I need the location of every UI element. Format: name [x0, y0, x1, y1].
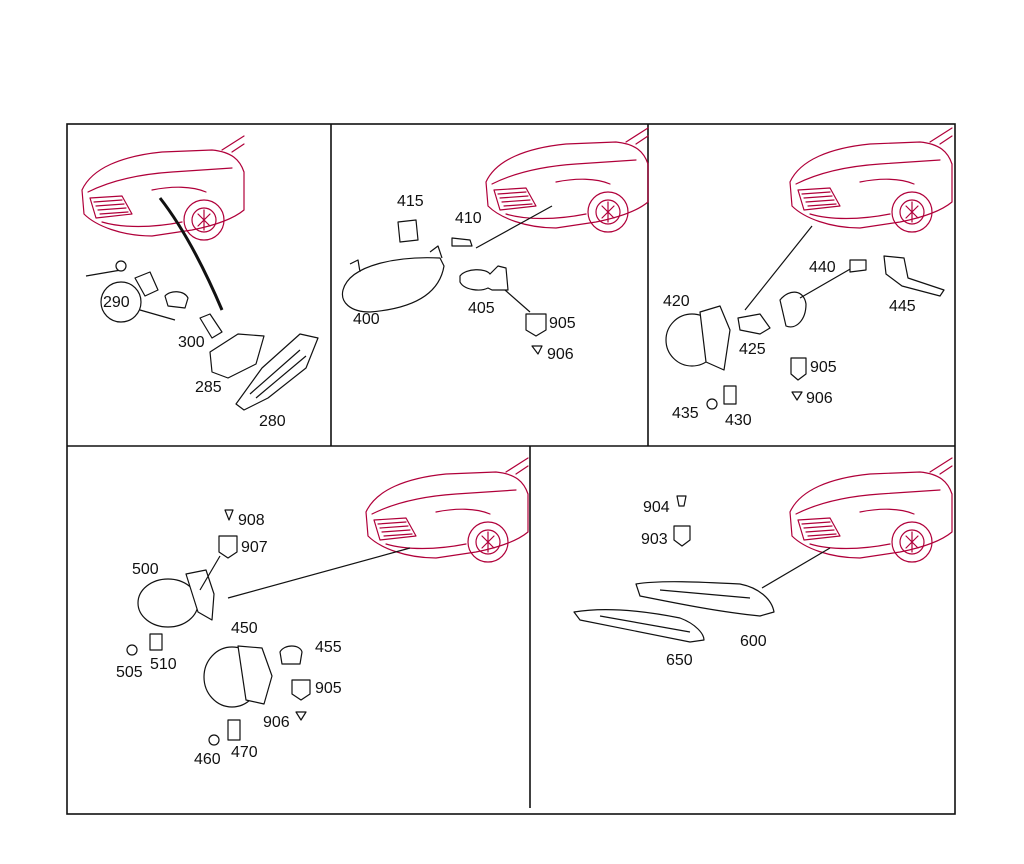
side-marker-lens-icon	[573, 608, 705, 643]
panel-fog-lamp-lower: 908 907 500 505 510 450 455 905 906 460 …	[116, 457, 529, 768]
bulb-icon	[199, 313, 223, 339]
car-front-sketch-icon	[365, 457, 529, 563]
bulb-icon	[459, 265, 509, 291]
callout-circle	[100, 281, 142, 323]
part-label: 445	[889, 298, 916, 315]
part-label: 906	[547, 346, 574, 363]
part-label: 415	[397, 193, 424, 210]
seal-icon	[218, 535, 238, 559]
part-label: 430	[725, 412, 752, 429]
part-label: 905	[315, 680, 342, 697]
part-label: 505	[116, 664, 143, 681]
turn-signal-lens-icon	[235, 333, 319, 411]
part-label: 280	[259, 413, 286, 430]
clip-icon	[723, 385, 737, 405]
panel-side-marker: 904 903 600 650	[573, 457, 953, 669]
panel-headlamp: 415 410 400 405 905 906	[341, 127, 649, 363]
connector-icon	[883, 255, 945, 297]
part-label: 455	[315, 639, 342, 656]
part-label: 440	[809, 259, 836, 276]
part-label: 907	[241, 539, 268, 556]
part-label: 400	[353, 311, 380, 328]
clip-icon	[397, 219, 419, 243]
seal-icon	[291, 679, 311, 701]
part-label: 905	[810, 359, 837, 376]
bulb-icon	[279, 645, 303, 665]
part-label: 500	[132, 561, 159, 578]
part-label: 904	[643, 499, 670, 516]
part-label: 600	[740, 633, 767, 650]
car-front-sketch-icon	[789, 457, 953, 563]
bulb-socket-icon	[164, 291, 189, 309]
fog-lamp-icon	[137, 578, 199, 628]
side-marker-light-icon	[635, 581, 775, 617]
screw-icon	[451, 237, 473, 247]
cable-ring-icon	[779, 291, 807, 328]
nut-icon	[115, 260, 127, 272]
car-front-sketch-icon	[789, 127, 953, 233]
part-label: 405	[468, 300, 495, 317]
headlamp-icon	[341, 257, 445, 313]
screw-icon	[126, 644, 138, 656]
part-label: 285	[195, 379, 222, 396]
car-front-sketch-icon	[485, 127, 649, 233]
part-label: 425	[739, 341, 766, 358]
seal-icon	[790, 357, 807, 381]
seal-icon	[525, 313, 547, 337]
part-label: 290	[103, 294, 130, 311]
part-label: 435	[672, 405, 699, 422]
screw-icon	[208, 734, 220, 746]
part-label: 410	[455, 210, 482, 227]
part-label: 906	[263, 714, 290, 731]
clip-icon	[227, 719, 241, 741]
part-label: 450	[231, 620, 258, 637]
part-label: 650	[666, 652, 693, 669]
part-label: 908	[238, 512, 265, 529]
diagram-frame	[66, 123, 956, 815]
part-label: 903	[641, 531, 668, 548]
lamp-housing-icon	[209, 333, 265, 379]
bulb-icon	[737, 313, 771, 335]
screw-icon	[676, 495, 687, 507]
panel-fog-lamp-upper: 440 445 420 425 905 906 435 430	[663, 127, 953, 429]
part-label: 906	[806, 390, 833, 407]
part-label: 470	[231, 744, 258, 761]
clip-icon	[149, 633, 163, 651]
part-label: 905	[549, 315, 576, 332]
seal-icon	[673, 525, 691, 547]
panel-turn-signal: 290 300 285 280	[81, 135, 319, 430]
screw-icon	[706, 398, 718, 410]
part-label: 460	[194, 751, 221, 768]
part-label: 300	[178, 334, 205, 351]
part-label: 420	[663, 293, 690, 310]
part-label: 510	[150, 656, 177, 673]
car-front-sketch-icon	[81, 135, 245, 241]
